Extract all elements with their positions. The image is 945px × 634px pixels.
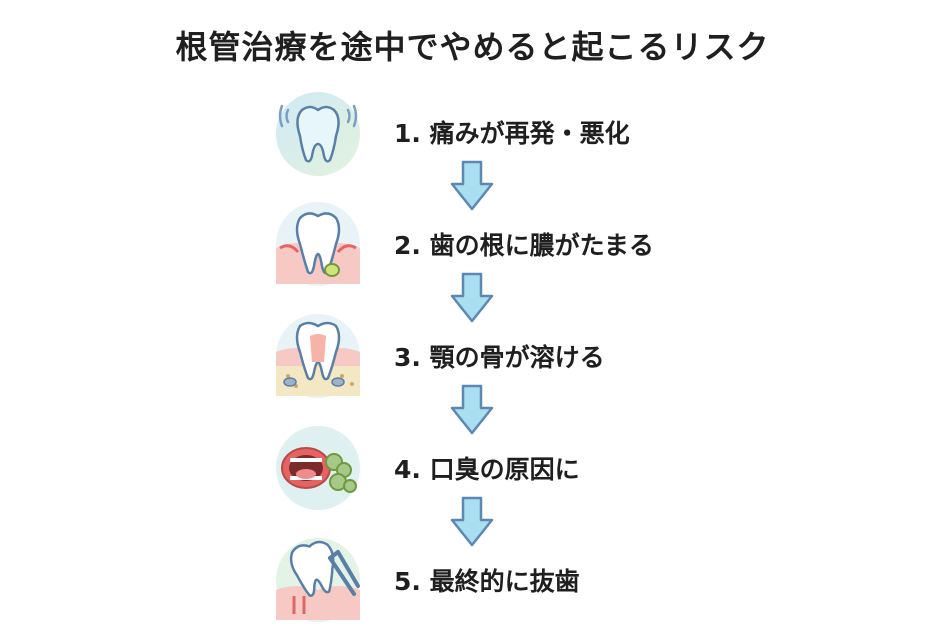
down-arrow-icon — [449, 384, 495, 436]
step-3: 3. 顎の骨が溶ける — [272, 310, 732, 410]
step-1: 1. 痛みが再発・悪化 — [272, 86, 732, 186]
step-4-label: 4. 口臭の原因に — [394, 455, 580, 484]
step-5-label: 5. 最終的に抜歯 — [394, 567, 580, 596]
aching-tooth-icon — [272, 86, 364, 178]
step-2-label: 2. 歯の根に膿がたまる — [394, 231, 654, 260]
step-5: 5. 最終的に抜歯 — [272, 534, 732, 634]
pus-at-root-icon — [272, 198, 364, 290]
page-title: 根管治療を途中でやめると起こるリスク — [175, 28, 770, 66]
down-arrow-icon — [449, 272, 495, 324]
step-2: 2. 歯の根に膿がたまる — [272, 198, 732, 298]
jaw-bone-dissolving-icon — [272, 310, 364, 402]
step-4: 4. 口臭の原因に — [272, 422, 732, 522]
down-arrow-icon — [449, 160, 495, 212]
tooth-extraction-icon — [272, 534, 364, 626]
step-3-label: 3. 顎の骨が溶ける — [394, 343, 605, 372]
step-1-label: 1. 痛みが再発・悪化 — [394, 119, 630, 148]
bad-breath-mouth-icon — [272, 422, 364, 514]
down-arrow-icon — [449, 496, 495, 548]
